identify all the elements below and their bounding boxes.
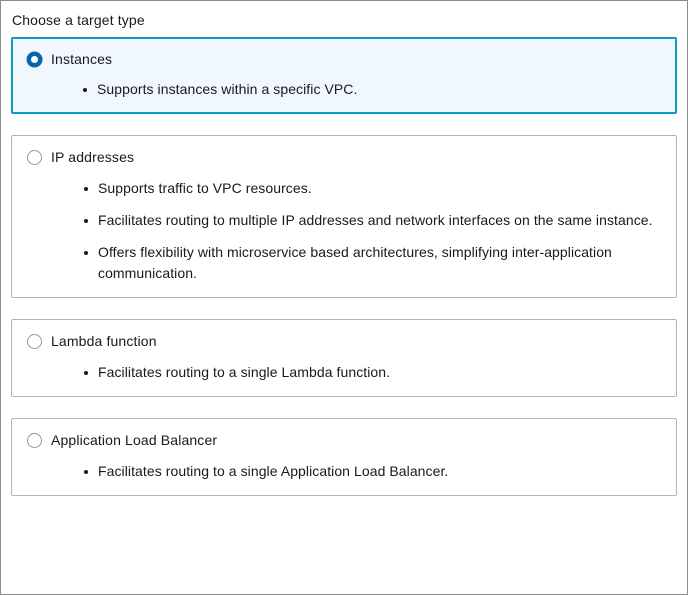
radio-button-application-load-balancer[interactable] — [27, 433, 42, 448]
option-label-application-load-balancer: Application Load Balancer — [51, 432, 218, 448]
option-header: Instances — [26, 50, 662, 69]
bullet-item: Facilitates routing to a single Lambda f… — [74, 362, 662, 383]
panel-legend: Choose a target type — [12, 12, 145, 28]
radio-button-lambda-function[interactable] — [27, 334, 42, 349]
radio-button-instances[interactable] — [27, 52, 42, 67]
target-type-option-ip-addresses[interactable]: IP addresses Supports traffic to VPC res… — [11, 135, 677, 298]
bullet-item: Facilitates routing to a single Applicat… — [74, 461, 662, 482]
option-label-lambda-function: Lambda function — [51, 333, 157, 349]
bullet-item: Supports instances within a specific VPC… — [73, 79, 662, 100]
radio-button-ip-addresses[interactable] — [27, 150, 42, 165]
option-label-instances: Instances — [51, 51, 113, 67]
option-header: IP addresses — [26, 148, 662, 167]
target-type-radio-group: Instances Supports instances within a sp… — [11, 37, 677, 496]
bullet-item: Supports traffic to VPC resources. — [74, 178, 662, 199]
target-type-option-application-load-balancer[interactable]: Application Load Balancer Facilitates ro… — [11, 418, 677, 496]
option-bullets-instances: Supports instances within a specific VPC… — [26, 79, 662, 100]
option-header: Application Load Balancer — [26, 431, 662, 450]
option-bullets-lambda-function: Facilitates routing to a single Lambda f… — [26, 362, 662, 383]
option-bullets-application-load-balancer: Facilitates routing to a single Applicat… — [26, 461, 662, 482]
target-type-option-instances[interactable]: Instances Supports instances within a sp… — [11, 37, 677, 114]
bullet-item: Offers flexibility with microservice bas… — [74, 242, 662, 284]
bullet-item: Facilitates routing to multiple IP addre… — [74, 210, 662, 231]
option-label-ip-addresses: IP addresses — [51, 149, 135, 165]
option-bullets-ip-addresses: Supports traffic to VPC resources. Facil… — [26, 178, 662, 284]
option-header: Lambda function — [26, 332, 662, 351]
target-type-option-lambda-function[interactable]: Lambda function Facilitates routing to a… — [11, 319, 677, 397]
